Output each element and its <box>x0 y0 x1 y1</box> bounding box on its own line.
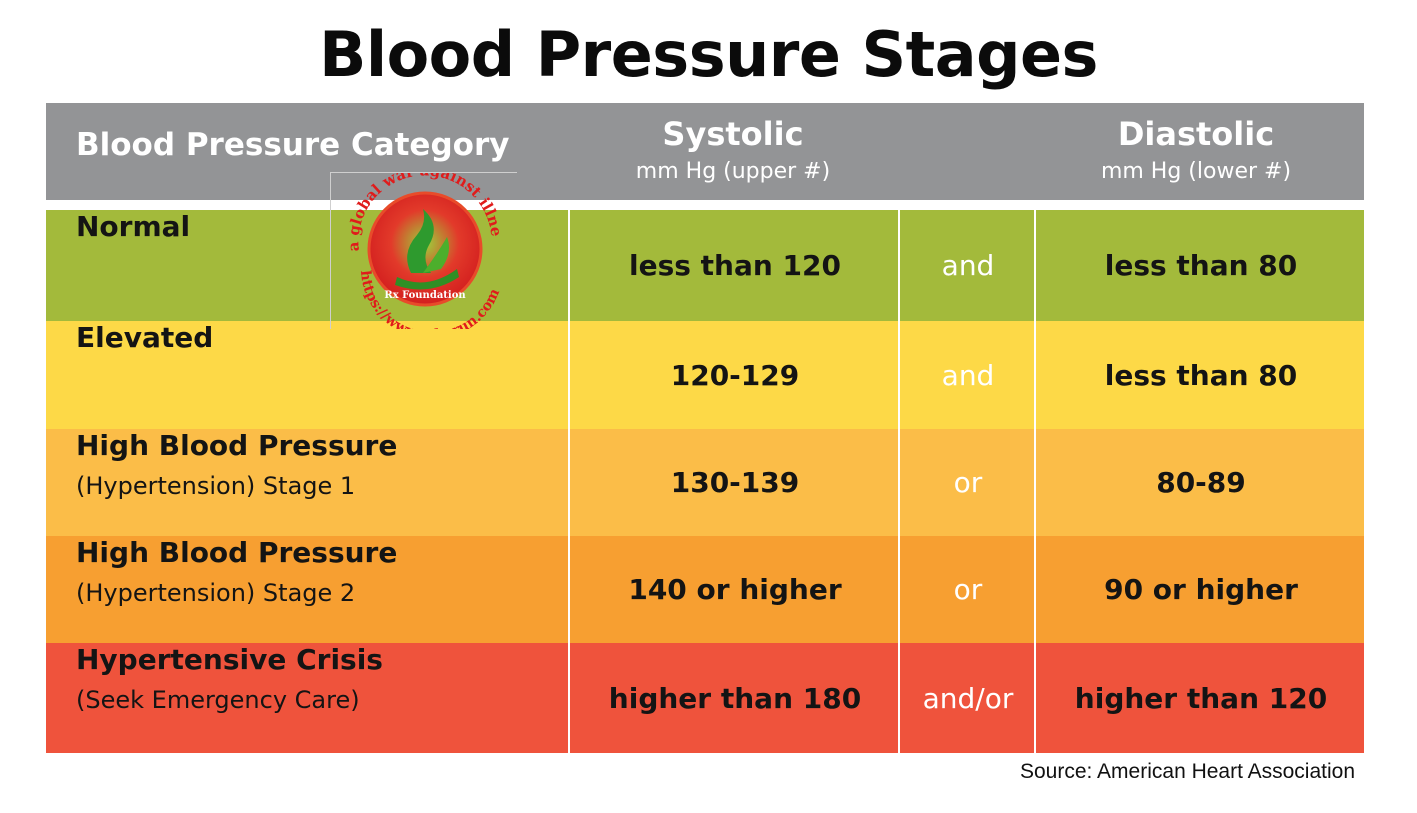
header-diastolic-label: Diastolic <box>1117 115 1275 153</box>
header-systolic: Systolic mm Hg (upper #) <box>568 115 898 184</box>
row-category: Elevated <box>76 321 214 354</box>
row-category-cell: Normal <box>46 210 566 321</box>
table-row: Hypertensive Crisis (Seek Emergency Care)… <box>46 643 1364 753</box>
row-diastolic: 90 or higher <box>1034 536 1366 643</box>
header-systolic-unit: mm Hg (upper #) <box>635 159 831 184</box>
row-systolic: less than 120 <box>568 210 900 321</box>
bp-stages-table: Blood Pressure Category Systolic mm Hg (… <box>46 103 1364 753</box>
row-category: High Blood Pressure <box>76 429 398 462</box>
rx-foundation-watermark: Rx Foundation a global war against illne… <box>327 159 517 343</box>
row-category: Hypertensive Crisis <box>76 643 383 676</box>
watermark-label: Rx Foundation <box>384 290 466 301</box>
rx-foundation-logo-icon: Rx Foundation a global war against illne… <box>327 159 506 343</box>
row-conjunction: and <box>898 210 1036 321</box>
header-diastolic-unit: mm Hg (lower #) <box>1100 159 1292 184</box>
source-note: Source: American Heart Association <box>1020 760 1355 783</box>
row-systolic: 120-129 <box>568 321 900 429</box>
row-diastolic: 80-89 <box>1034 429 1366 536</box>
row-category-cell: Elevated <box>46 321 566 429</box>
row-diastolic: less than 80 <box>1034 321 1366 429</box>
header-systolic-label: Systolic <box>662 115 804 153</box>
table-row: High Blood Pressure (Hypertension) Stage … <box>46 536 1364 643</box>
row-conjunction: or <box>898 536 1036 643</box>
row-conjunction: and <box>898 321 1036 429</box>
header-category: Blood Pressure Category <box>76 127 510 163</box>
row-systolic: 140 or higher <box>568 536 900 643</box>
row-conjunction: and/or <box>898 643 1036 753</box>
row-systolic: 130-139 <box>568 429 900 536</box>
row-conjunction: or <box>898 429 1036 536</box>
page-title: Blood Pressure Stages <box>319 18 1098 91</box>
row-category: Normal <box>76 210 191 243</box>
row-category-cell: High Blood Pressure (Hypertension) Stage … <box>46 429 566 536</box>
row-category-cell: High Blood Pressure (Hypertension) Stage … <box>46 536 566 643</box>
header-diastolic: Diastolic mm Hg (lower #) <box>1038 115 1354 184</box>
row-diastolic: less than 80 <box>1034 210 1366 321</box>
row-category-cell: Hypertensive Crisis (Seek Emergency Care) <box>46 643 566 753</box>
row-diastolic: higher than 120 <box>1034 643 1366 753</box>
row-category-note: (Hypertension) Stage 1 <box>76 472 356 500</box>
row-category: High Blood Pressure <box>76 536 398 569</box>
row-category-note: (Hypertension) Stage 2 <box>76 579 356 607</box>
row-systolic: higher than 180 <box>568 643 900 753</box>
table-row: High Blood Pressure (Hypertension) Stage … <box>46 429 1364 536</box>
table-header: Blood Pressure Category Systolic mm Hg (… <box>46 103 1364 200</box>
row-category-note: (Seek Emergency Care) <box>76 686 360 714</box>
